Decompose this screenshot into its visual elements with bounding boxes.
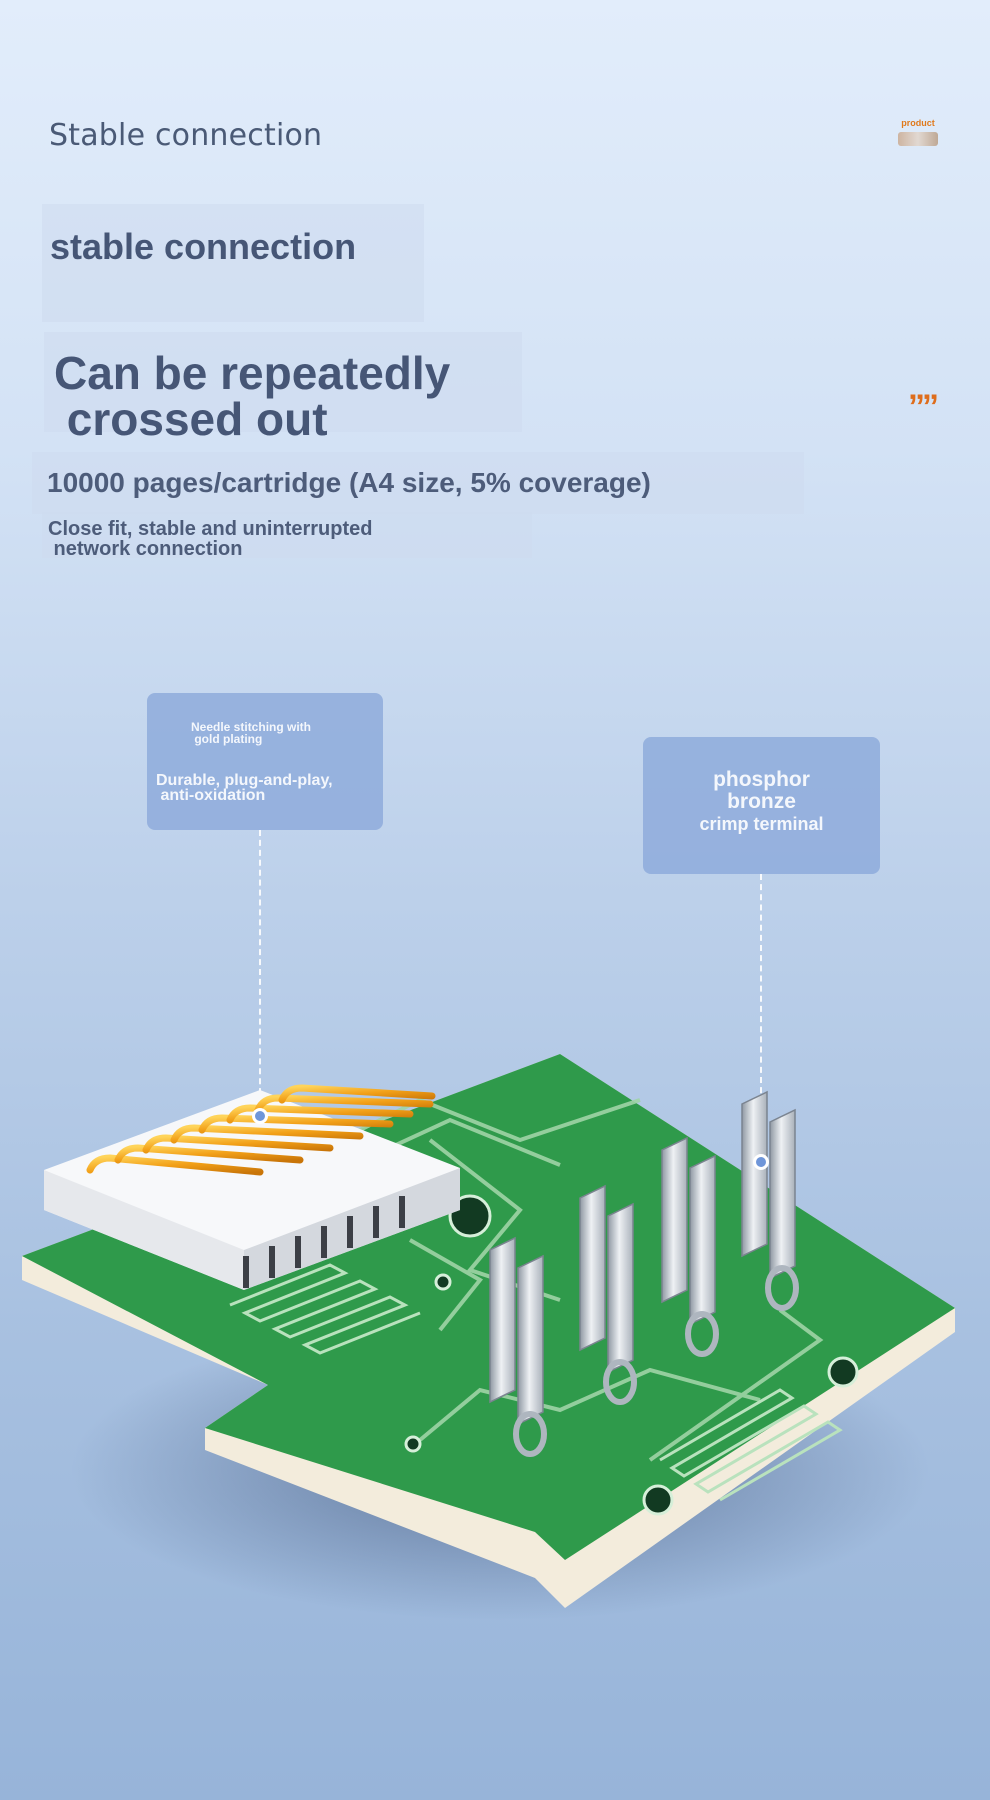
product-badge-label: product [901, 118, 935, 128]
callout-left-leader-line [259, 830, 261, 1114]
spec-band: 10000 pages/cartridge (A4 size, 5% cover… [32, 452, 804, 514]
headline: Can be repeatedly crossed out [54, 347, 451, 445]
callout-gold-pins: Needle stitching with gold plating Durab… [147, 693, 383, 830]
terminal [579, 1184, 637, 1405]
headline-band: Can be repeatedly crossed out [44, 332, 522, 442]
crimp-terminals [489, 1090, 799, 1457]
callout-right-leader-line [760, 874, 762, 1154]
pcb-hole [434, 1273, 452, 1291]
terminal [741, 1090, 799, 1311]
callout-bronze-terminal: phosphor bronze crimp terminal [643, 737, 880, 874]
callout-bronze-line3: crimp terminal [699, 814, 824, 834]
product-thumbnail [898, 132, 938, 146]
callout-gold-pins-subtitle: Durable, plug-and-play, anti-oxidation [156, 772, 333, 804]
pcb-hole [404, 1435, 422, 1453]
spec-text: 10000 pages/cartridge (A4 size, 5% cover… [47, 467, 651, 498]
product-badge: product [896, 118, 940, 168]
description-band: Close fit, stable and uninterrupted netw… [42, 512, 532, 560]
callout-bronze-line2: bronze [727, 790, 796, 813]
connector-illustration [22, 1054, 955, 1620]
description-text: Close fit, stable and uninterrupted netw… [48, 518, 373, 560]
gold-pins [86, 1084, 436, 1176]
callout-left-anchor-dot [252, 1108, 268, 1124]
callout-bronze-line1: phosphor [713, 768, 810, 791]
quote-marks-icon: ”” [908, 388, 939, 426]
callout-right-anchor-dot [753, 1154, 769, 1170]
pcb-hole [827, 1356, 859, 1388]
section-title: stable connection [50, 226, 357, 267]
section-eyebrow: Stable connection [49, 118, 323, 153]
rj45-connector-housing [44, 1084, 460, 1290]
terminal [489, 1236, 547, 1457]
title-band: stable connection [42, 204, 424, 322]
terminal [661, 1136, 719, 1357]
callout-bronze-terminal-text: phosphor bronze crimp terminal [643, 769, 880, 835]
callout-gold-pins-title: Needle stitching with gold plating [191, 720, 312, 746]
pcb-hole [642, 1484, 674, 1516]
